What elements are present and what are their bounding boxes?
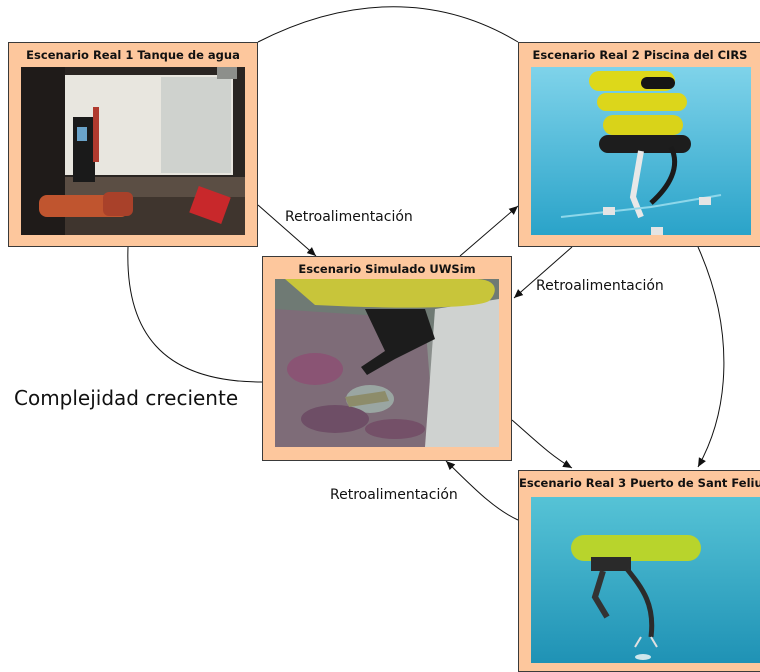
arrow-real2-to-real3 <box>698 247 724 467</box>
feedback-label-real3-sim: Retroalimentación <box>330 487 458 503</box>
node-title: Escenario Real 2 Piscina del CIRS <box>519 48 760 62</box>
node-title: Escenario Simulado UWSim <box>263 262 511 276</box>
uwsim-simulation-render <box>275 279 499 447</box>
arc-real1-to-sim <box>128 247 262 382</box>
increasing-complexity-label: Complejidad creciente <box>14 386 238 410</box>
node-real-scenario-1: Escenario Real 1 Tanque de agua <box>8 42 258 247</box>
arrow-sim-to-real3 <box>512 420 572 468</box>
node-real-scenario-2: Escenario Real 2 Piscina del CIRS <box>518 42 760 247</box>
sant-feliu-harbour-photo <box>531 497 760 663</box>
feedback-label-real1-sim: Retroalimentación <box>285 209 413 225</box>
node-title: Escenario Real 3 Puerto de Sant Feliu <box>519 476 760 490</box>
node-title: Escenario Real 1 Tanque de agua <box>9 48 257 62</box>
cirs-pool-robot-photo <box>531 67 751 235</box>
node-real-scenario-3: Escenario Real 3 Puerto de Sant Feliu <box>518 470 760 672</box>
feedback-label-real2-sim: Retroalimentación <box>536 278 664 294</box>
node-simulated-scenario: Escenario Simulado UWSim <box>262 256 512 461</box>
arrow-sim-to-real2 <box>460 206 518 256</box>
water-tank-robot-photo <box>21 67 245 235</box>
arc-real1-to-real2 <box>258 7 518 42</box>
